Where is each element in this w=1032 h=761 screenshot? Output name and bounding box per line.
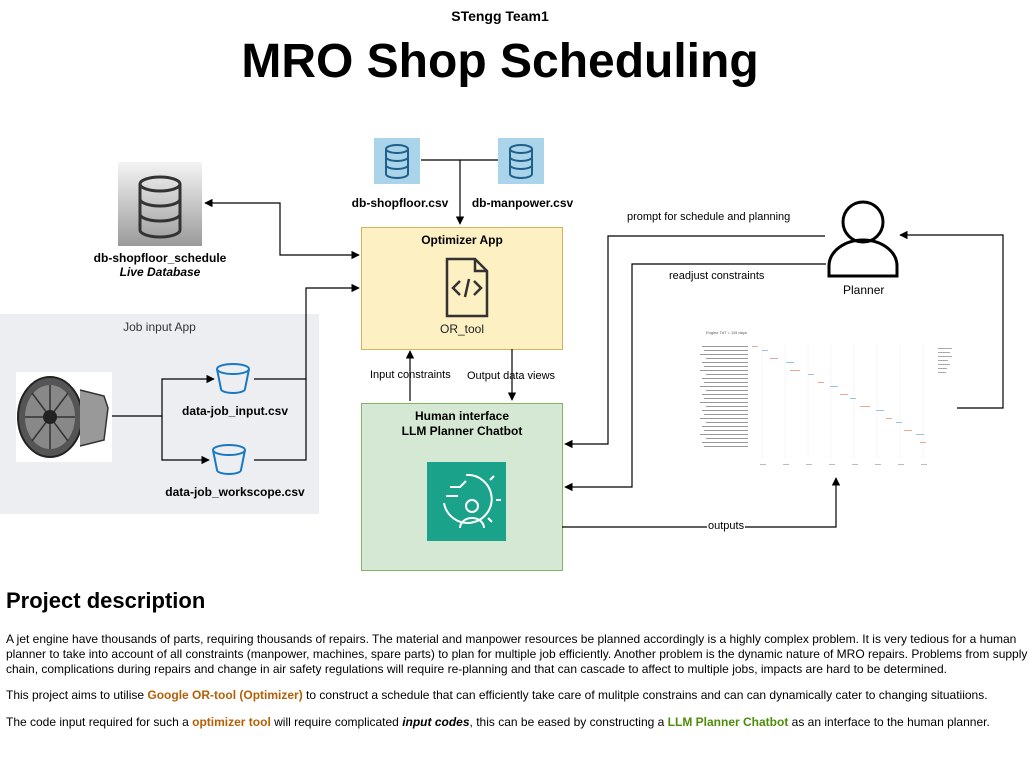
page-title: MRO Shop Scheduling: [241, 35, 759, 88]
optimizer-app-box[interactable]: [361, 227, 563, 350]
schedule-chart-thumbnail: Engine TAT = 115 days: [690, 330, 955, 475]
job-workscope-file-label: data-job_workscope.csv: [165, 485, 305, 499]
output-data-views-label: Output data views: [467, 370, 556, 382]
readjust-edge-label: readjust constraints: [669, 270, 765, 282]
live-database-icon: [118, 162, 202, 246]
bucket-icon: [212, 444, 246, 475]
input-codes-highlight: input codes: [402, 715, 470, 729]
database-icon: [498, 138, 544, 184]
or-tool-label: OR_tool: [439, 322, 485, 336]
description-paragraph-3: The code input required for such a optim…: [6, 715, 1028, 730]
diagram-connectors: [16, 138, 1004, 541]
p3-text-b: will require complicated: [270, 715, 403, 729]
job-input-file-label: data-job_input.csv: [181, 404, 288, 418]
thumbnail-title: Engine TAT = 115 days: [706, 330, 747, 335]
code-file-icon: [445, 257, 489, 318]
human-interface-title: Human interface: [414, 409, 510, 423]
optimizer-tool-highlight: optimizer tool: [192, 715, 271, 729]
description-heading: Project description: [6, 588, 206, 613]
llm-chatbot-highlight: LLM Planner Chatbot: [667, 715, 789, 729]
team-name: STengg Team1: [451, 8, 549, 24]
p3-text-a: The code input required for such a: [6, 715, 193, 729]
or-tool-highlight: Google OR-tool (Optimizer): [147, 688, 303, 702]
database-icon: [374, 138, 420, 184]
outputs-edge-label: outputs: [707, 520, 746, 532]
csv-manpower-label: db-manpower.csv: [471, 196, 574, 210]
csv-shopfloor-label: db-shopfloor.csv: [351, 196, 449, 210]
bucket-icon: [216, 363, 250, 394]
p3-text-c: , this can be eased by constructing a: [469, 715, 668, 729]
description-paragraph-1: A jet engine have thousands of parts, re…: [6, 632, 1028, 676]
jet-engine-image: [16, 372, 112, 462]
p3-text-d: as an interface to the human planner.: [788, 715, 990, 729]
ai-person-gear-icon: [427, 462, 506, 541]
live-db-subtitle: Live Database: [119, 265, 201, 279]
input-constraints-label: Input constraints: [370, 369, 451, 381]
job-input-title: Job input App: [123, 320, 196, 334]
planner-label: Planner: [843, 283, 885, 297]
user-icon: [827, 200, 899, 278]
chatbot-title: LLM Planner Chatbot: [401, 424, 523, 438]
p2-text-start: This project aims to utilise: [6, 688, 148, 702]
optimizer-title: Optimizer App: [421, 233, 503, 247]
prompt-edge-label: prompt for schedule and planning: [627, 211, 791, 223]
p2-text-end: to construct a schedule that can efficie…: [302, 688, 988, 702]
shopfloor-db-label: db-shopfloor_schedule: [93, 251, 227, 265]
description-paragraph-2: This project aims to utilise Google OR-t…: [6, 688, 1028, 703]
gantt-thumbnail: [700, 344, 952, 465]
